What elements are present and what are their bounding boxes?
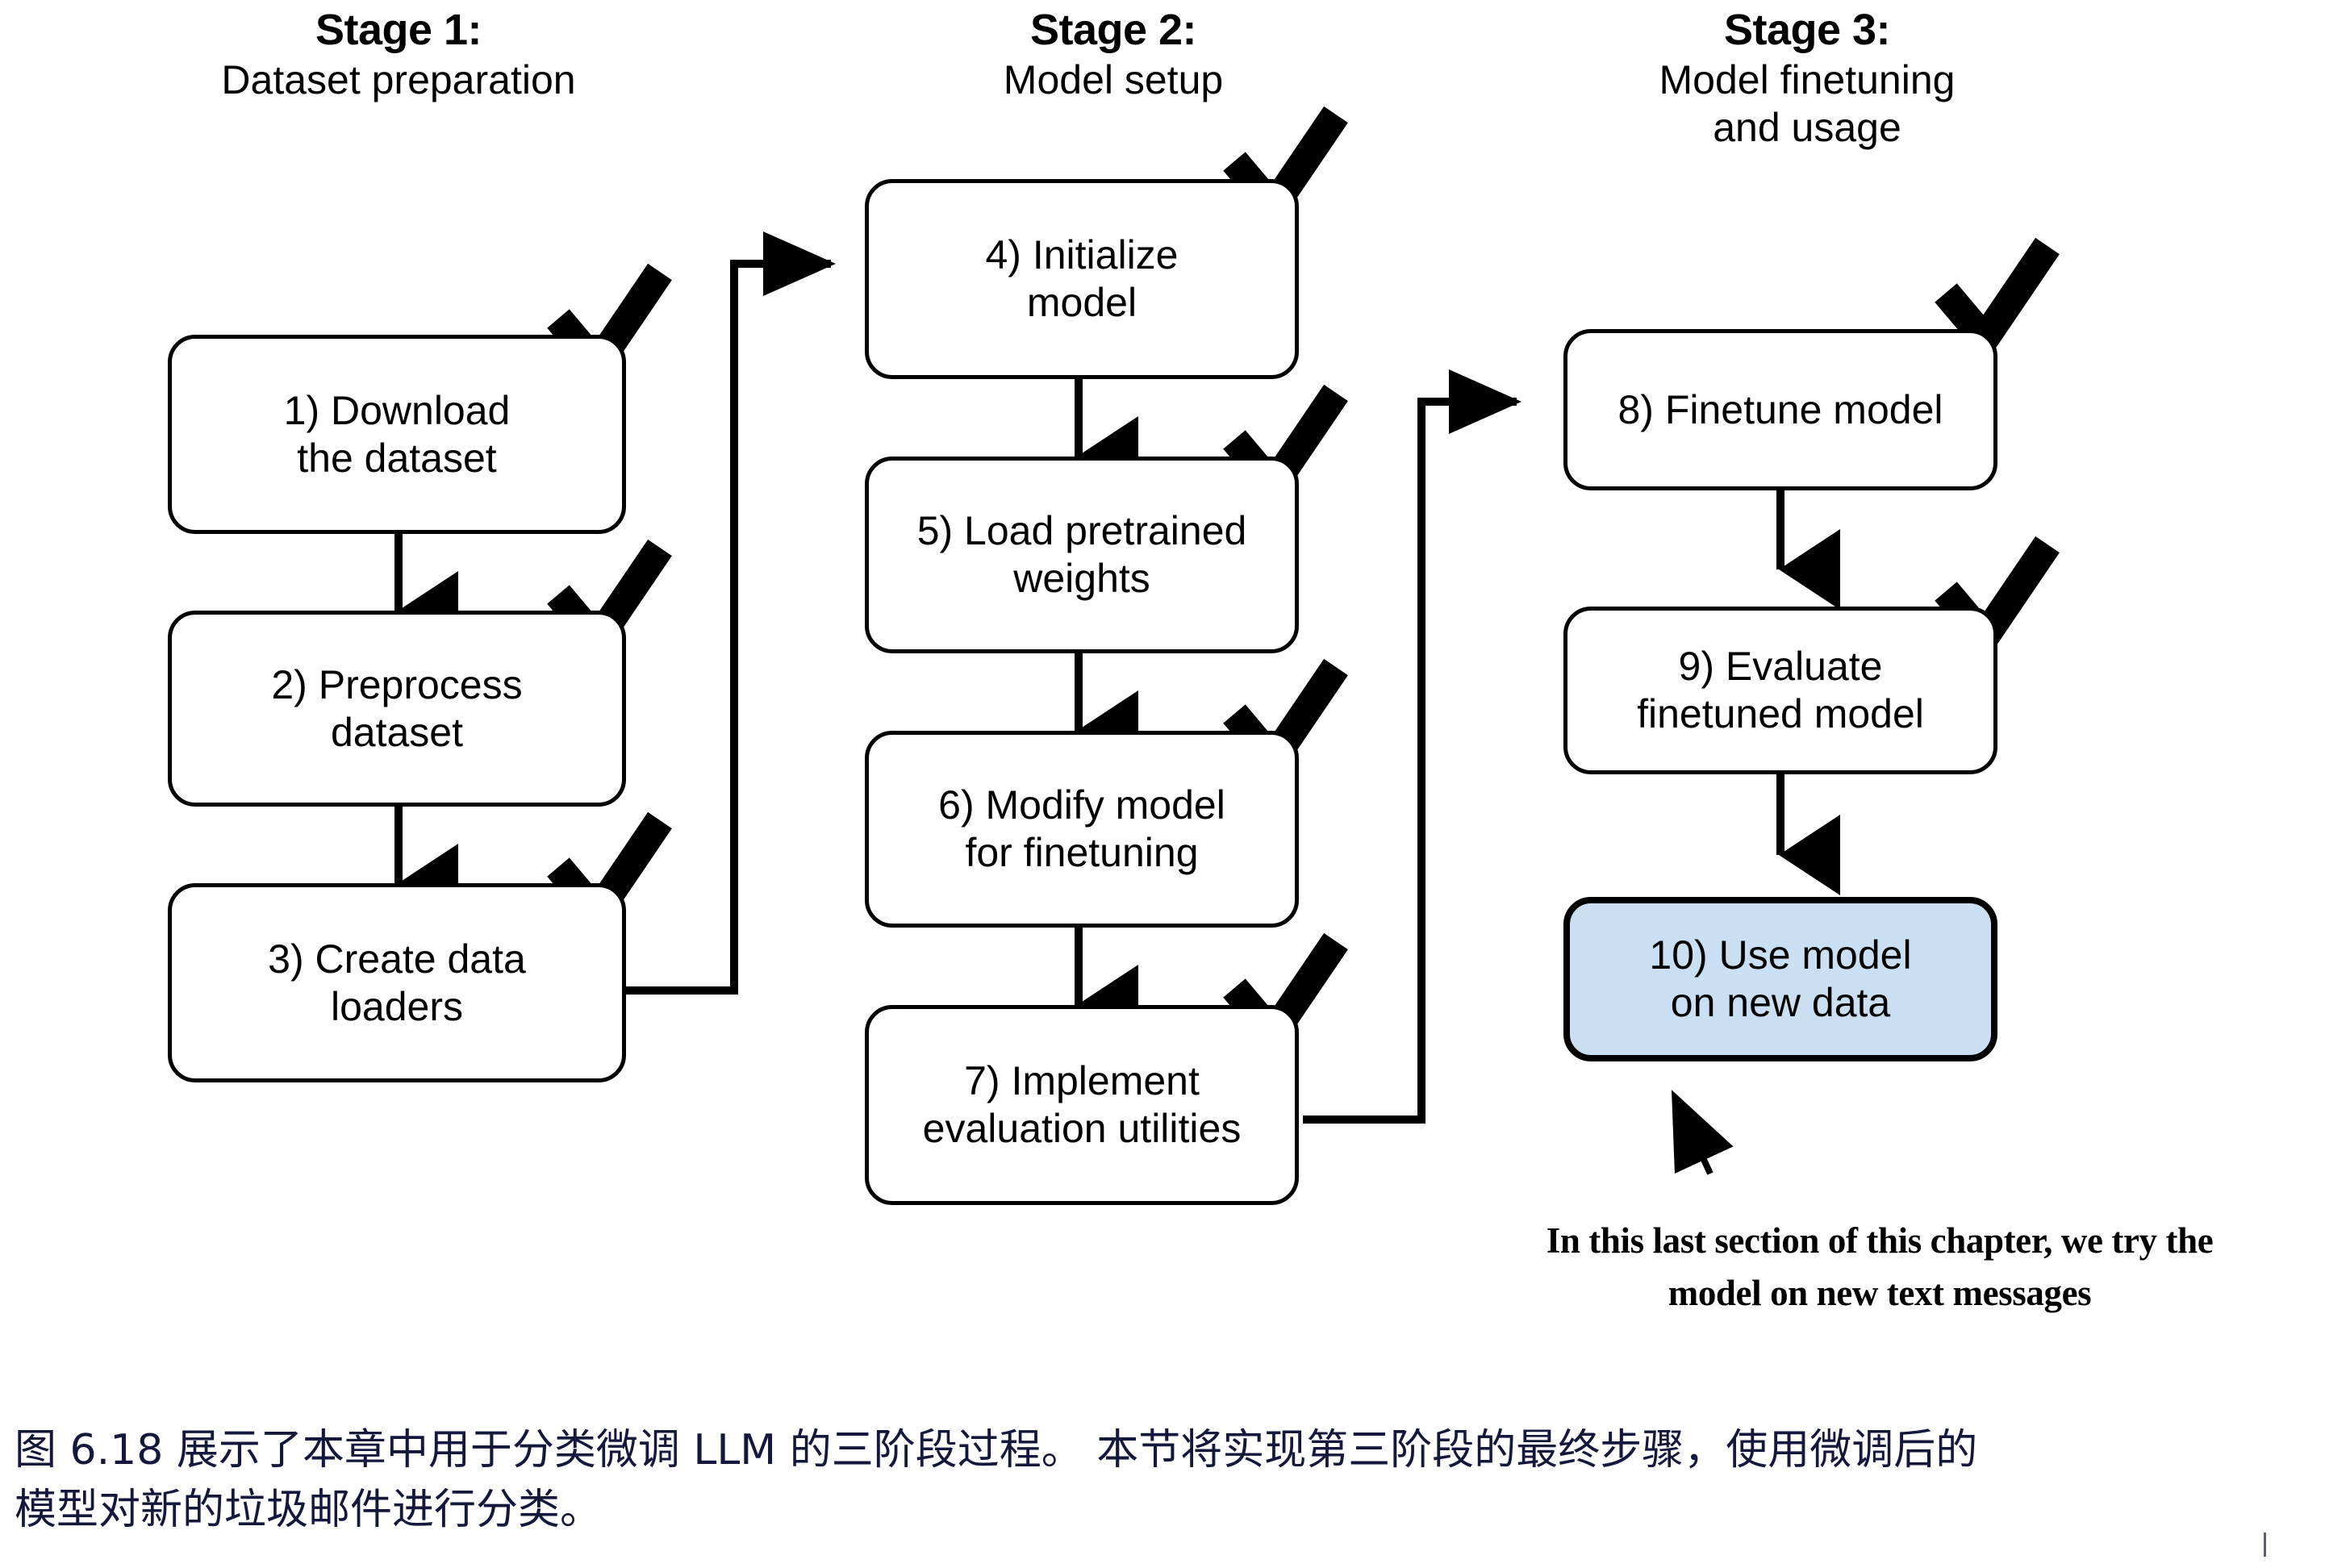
figure-caption: 图 6.18 展示了本章中用于分类微调 LLM 的三阶段过程。 本节将实现第三阶… — [15, 1426, 1978, 1534]
flow-node-1-download-dataset[interactable]: 1) Download the dataset — [168, 335, 626, 534]
flow-node-8-finetune-model[interactable]: 8) Finetune model — [1563, 329, 1997, 490]
stage-subtitle-1: Dataset preparation — [221, 56, 576, 102]
annotation-text: In this last section of this chapter, we… — [1546, 1220, 2214, 1314]
flow-node-7-implement-evaluation-utilities[interactable]: 7) Implement evaluation utilities — [865, 1005, 1299, 1205]
stage-title-3: Stage 3: — [1723, 6, 1891, 54]
flow-node-9-evaluate-finetuned-model[interactable]: 9) Evaluate finetuned model — [1563, 607, 1997, 774]
flow-node-2-preprocess-dataset[interactable]: 2) Preprocess dataset — [168, 611, 626, 807]
connector-stage2-to-stage3 — [1303, 369, 1522, 1124]
flow-node-6-modify-model-for-finetuning[interactable]: 6) Modify model for finetuning — [865, 731, 1299, 928]
page-edge-tick — [2264, 1533, 2266, 1557]
flow-node-5-load-pretrained-weights[interactable]: 5) Load pretrained weights — [865, 457, 1299, 653]
stage-subtitle-2: Model setup — [1003, 56, 1224, 102]
stage-header-3: Stage 3: Model finetuning and usage — [1460, 5, 2154, 152]
stage-header-2: Stage 2: Model setup — [766, 5, 1460, 104]
flow-node-3-create-data-loaders[interactable]: 3) Create data loaders — [168, 883, 626, 1082]
annotation-pointer-arrow — [1671, 1090, 1734, 1175]
stage-subtitle-3: Model finetuning and usage — [1659, 56, 1956, 150]
stage-title-2: Stage 2: — [1029, 6, 1197, 54]
stage-header-1: Stage 1: Dataset preparation — [52, 5, 745, 104]
check-icon-n8 — [1935, 237, 2060, 363]
flow-node-4-initialize-model[interactable]: 4) Initialize model — [865, 179, 1299, 379]
flow-node-10-use-model-on-new-data[interactable]: 10) Use model on new data — [1563, 897, 1997, 1061]
connector-stage1-to-stage2 — [626, 231, 837, 995]
stage-title-1: Stage 1: — [315, 6, 482, 54]
